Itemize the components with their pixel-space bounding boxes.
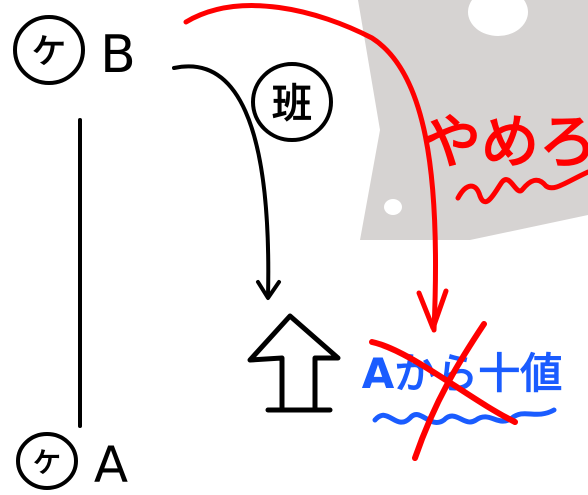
node-bottom-circled-label: ケ xyxy=(33,446,61,479)
blue-wavy-underline xyxy=(372,407,557,425)
red-curved-arrow xyxy=(183,3,449,333)
badge-circle: 班 xyxy=(251,62,333,142)
node-top-circled-label: ケ xyxy=(32,32,66,72)
badge-label: 班 xyxy=(272,81,312,127)
crossed-out-note: Aから十値 xyxy=(362,321,562,461)
house-outline-icon xyxy=(247,313,341,413)
red-cross-stroke-2 xyxy=(412,321,487,461)
node-bottom: ケ A xyxy=(16,432,128,494)
node-bottom-label: A xyxy=(94,436,128,494)
node-top-circle xyxy=(13,15,85,85)
red-note-wavy-underline xyxy=(455,169,588,205)
red-note-text: やめろ xyxy=(423,108,588,176)
red-cross-stroke-1 xyxy=(369,339,518,425)
node-top-label: B xyxy=(100,25,136,85)
red-note: やめろ xyxy=(423,108,588,205)
black-curved-arrow xyxy=(172,64,281,300)
node-top: ケ B xyxy=(13,15,136,85)
node-bottom-circle xyxy=(16,432,78,490)
